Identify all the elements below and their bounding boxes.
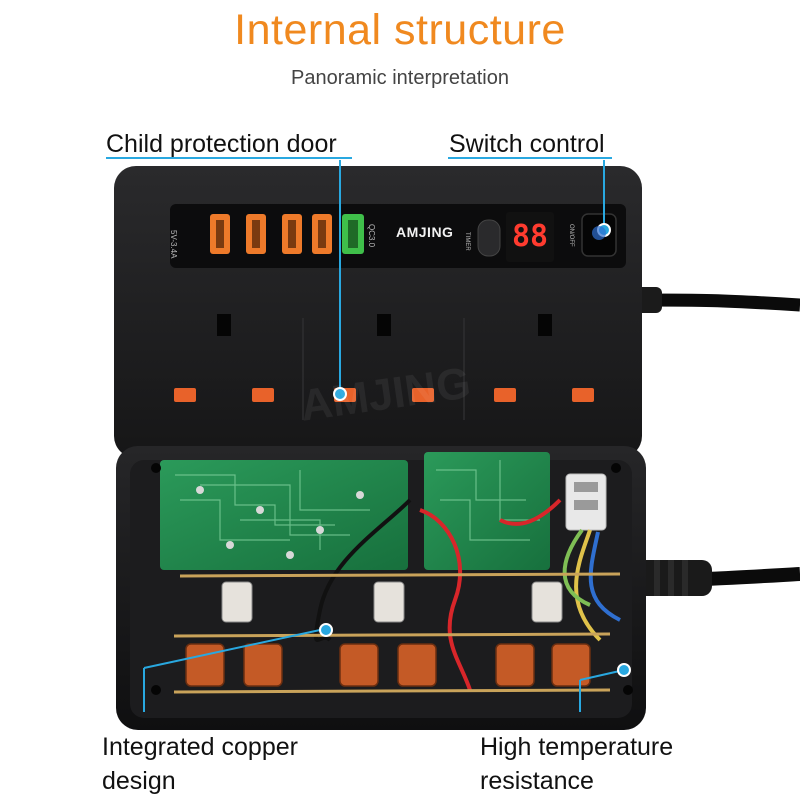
qc-label: QC3.0 — [367, 224, 376, 248]
callout-lines — [106, 157, 625, 712]
page-subtitle: Panoramic interpretation — [291, 67, 509, 89]
power-switch-icon — [592, 226, 606, 240]
callout-child-protection: Child protection door — [106, 130, 337, 158]
timer-label: TIMER — [464, 232, 470, 251]
onoff-label: ON/OFF — [568, 224, 574, 247]
usb-output-label: 5V-3.4A — [169, 230, 178, 259]
callout-temperature-line2: resistance — [480, 767, 594, 795]
callout-switch-control: Switch control — [449, 130, 605, 158]
led-display: 88 — [511, 219, 549, 254]
callout-copper-line1: Integrated copper — [102, 733, 298, 761]
page-title: Internal structure — [234, 6, 566, 54]
callout-temperature-line1: High temperature — [480, 733, 674, 761]
open-base — [116, 446, 646, 730]
callout-copper-line2: design — [102, 767, 176, 795]
power-cable — [626, 287, 800, 596]
brand-logo: AMJING — [396, 224, 454, 240]
socket-lid — [114, 166, 642, 458]
